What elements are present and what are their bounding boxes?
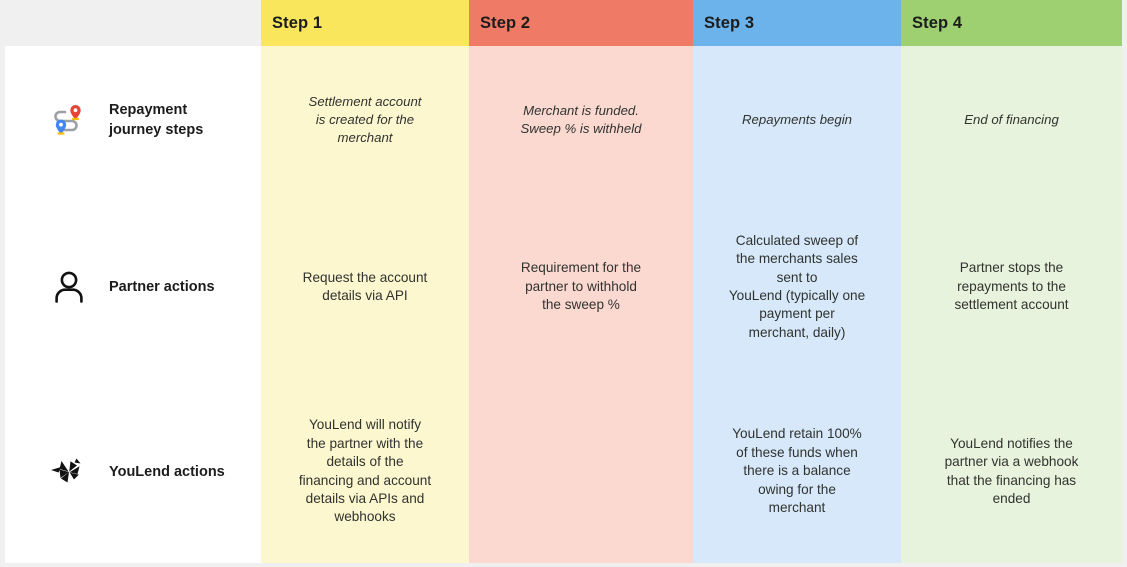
cell-youlend-step4: YouLend notifies the partner via a webho… <box>901 380 1122 563</box>
row-label-text: YouLend actions <box>109 463 225 480</box>
step-header-3: Step 3 <box>693 0 901 46</box>
route-pins-icon <box>49 100 89 140</box>
step-header-row: Step 1 Step 2 Step 3 Step 4 <box>0 0 1127 46</box>
youlend-logo-icon <box>49 452 89 492</box>
cell-journey-step3: Repayments begin <box>693 46 901 194</box>
row-label-text: Repayment journey steps <box>109 102 204 138</box>
matrix-row-repayment-journey-steps: Repayment journey steps Settlement accou… <box>5 46 1122 194</box>
matrix-row-youlend-actions: YouLend actions YouLend will notify the … <box>5 380 1122 563</box>
row-label-text: Partner actions <box>109 279 215 295</box>
step-header-1: Step 1 <box>261 0 469 46</box>
row-label-repayment-journey-steps: Repayment journey steps <box>5 46 261 194</box>
cell-partner-step4: Partner stops the repayments to the sett… <box>901 194 1122 380</box>
step-header-4: Step 4 <box>901 0 1123 46</box>
right-margin <box>1122 0 1127 567</box>
cell-partner-step1: Request the account details via API <box>261 194 469 380</box>
matrix-body: Repayment journey steps Settlement accou… <box>5 46 1122 563</box>
cell-journey-step2: Merchant is funded. Sweep % is withheld <box>469 46 693 194</box>
cell-youlend-step1: YouLend will notify the partner with the… <box>261 380 469 563</box>
cell-youlend-step3: YouLend retain 100% of these funds when … <box>693 380 901 563</box>
cell-partner-step2: Requirement for the partner to withhold … <box>469 194 693 380</box>
cell-partner-step3: Calculated sweep of the merchants sales … <box>693 194 901 380</box>
bottom-margin <box>0 563 1127 567</box>
cell-youlend-step2 <box>469 380 693 563</box>
cell-journey-step1: Settlement account is created for the me… <box>261 46 469 194</box>
row-label-youlend-actions: YouLend actions <box>5 380 261 563</box>
row-label-partner-actions: Partner actions <box>5 194 261 380</box>
cell-journey-step4: End of financing <box>901 46 1122 194</box>
person-icon <box>49 267 89 307</box>
step-header-2: Step 2 <box>469 0 693 46</box>
left-margin <box>0 46 5 563</box>
matrix-row-partner-actions: Partner actions Request the account deta… <box>5 194 1122 380</box>
header-corner-spacer <box>0 0 261 46</box>
